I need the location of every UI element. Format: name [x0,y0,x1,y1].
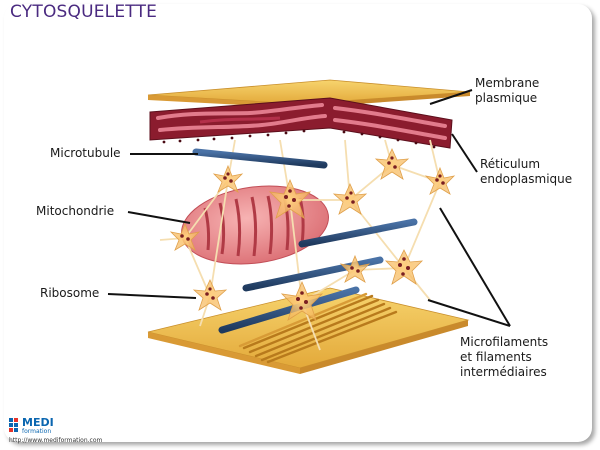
page-title: CYTOSQUELETTE [10,2,158,22]
label-line: intermédiaires [460,365,547,379]
logo-subname: formation [22,428,52,435]
label-membrane-plasmique: Membrane plasmique [475,76,539,106]
logo-icon [9,418,18,432]
node [384,249,424,285]
label-line: plasmique [475,91,538,105]
node [374,148,410,180]
node [169,222,201,251]
leader-lines [107,89,511,327]
mitochondria [181,185,329,265]
node [268,178,312,219]
label-mitochondrie: Mitochondrie [36,204,114,219]
node [339,254,371,283]
label-microtubule: Microtubule [50,146,121,161]
label-line: endoplasmique [480,172,573,186]
node [332,183,368,215]
node [280,280,324,321]
node [212,164,244,193]
logo-url[interactable]: http://www.mediformation.com [9,437,103,444]
label-microfilaments: Microfilaments et filaments intermédiair… [460,335,548,380]
label-line: Ribosome [40,286,100,300]
label-line: Mitochondrie [36,204,115,218]
logo-name: MEDI [22,416,54,429]
cytoskeletal-nodes [169,148,456,321]
microfilament-bundle [238,292,398,364]
endoplasmic-reticulum [149,97,453,149]
label-line: Microfilaments [460,335,549,349]
label-reticulum-endoplasmique: Réticulum endoplasmique [480,157,572,187]
label-line: et filaments [460,350,532,364]
label-line: Réticulum [480,157,541,171]
node [424,166,456,195]
label-line: Membrane [475,76,540,90]
label-line: Microtubule [50,146,121,160]
node [192,279,228,311]
label-ribosome: Ribosome [40,286,99,301]
